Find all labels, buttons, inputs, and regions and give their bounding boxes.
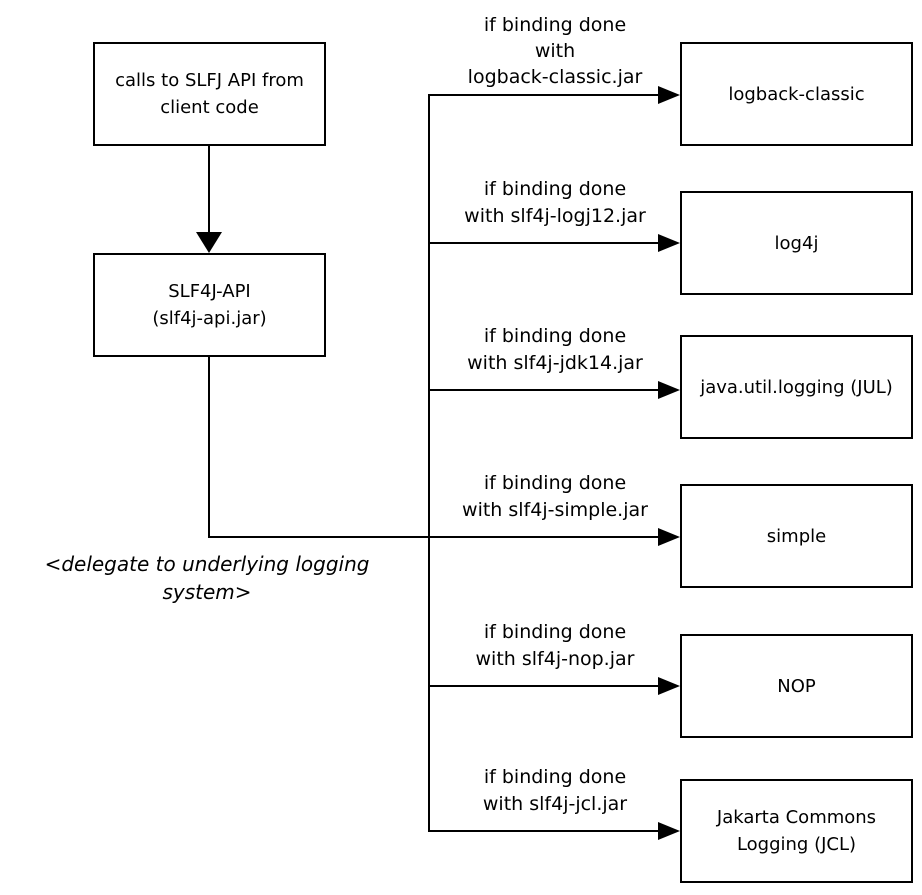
- edge-arrowhead-simple: [658, 528, 680, 546]
- edge-label-jcl: if binding done with slf4j-jcl.jar: [482, 766, 628, 815]
- node-logback-classic: logback-classic: [680, 42, 913, 146]
- node-nop: NOP: [680, 634, 913, 738]
- edge-arrowhead-jul: [658, 381, 680, 399]
- node-client-calls: calls to SLFJ API from client code: [93, 42, 326, 146]
- edge-label-simple: if binding done with slf4j-simple.jar: [462, 472, 648, 521]
- edge-line-jul: [428, 389, 658, 391]
- edge-arrowhead-logback: [658, 86, 680, 104]
- edge-arrowhead-jcl: [658, 822, 680, 840]
- edge-trunk-line: [428, 94, 430, 832]
- edge-label-logback: if binding done with logback-classic.jar: [467, 14, 643, 88]
- node-jcl: Jakarta Commons Logging (JCL): [680, 779, 913, 883]
- node-simple: simple: [680, 484, 913, 588]
- edge-slf4j-horizontal-line: [208, 536, 658, 538]
- node-log4j: log4j: [680, 191, 913, 295]
- edge-label-jul: if binding done with slf4j-jdk14.jar: [467, 325, 643, 374]
- edge-arrowhead-nop: [658, 677, 680, 695]
- edge-line-log4j: [428, 242, 658, 244]
- edge-client-to-slf4j-arrowhead: [196, 232, 222, 253]
- node-slf4j-api: SLF4J-API (slf4j-api.jar): [93, 253, 326, 357]
- edge-line-jcl: [428, 830, 658, 832]
- node-jul: java.util.logging (JUL): [680, 335, 913, 439]
- delegate-note: <delegate to underlying logging system>: [44, 552, 370, 604]
- edge-slf4j-down-line: [208, 357, 210, 537]
- edge-line-nop: [428, 685, 658, 687]
- edge-line-logback: [428, 94, 658, 96]
- edge-label-log4j: if binding done with slf4j-logj12.jar: [464, 178, 646, 227]
- edge-arrowhead-log4j: [658, 234, 680, 252]
- edge-label-nop: if binding done with slf4j-nop.jar: [475, 621, 635, 670]
- edge-client-to-slf4j-line: [208, 146, 210, 233]
